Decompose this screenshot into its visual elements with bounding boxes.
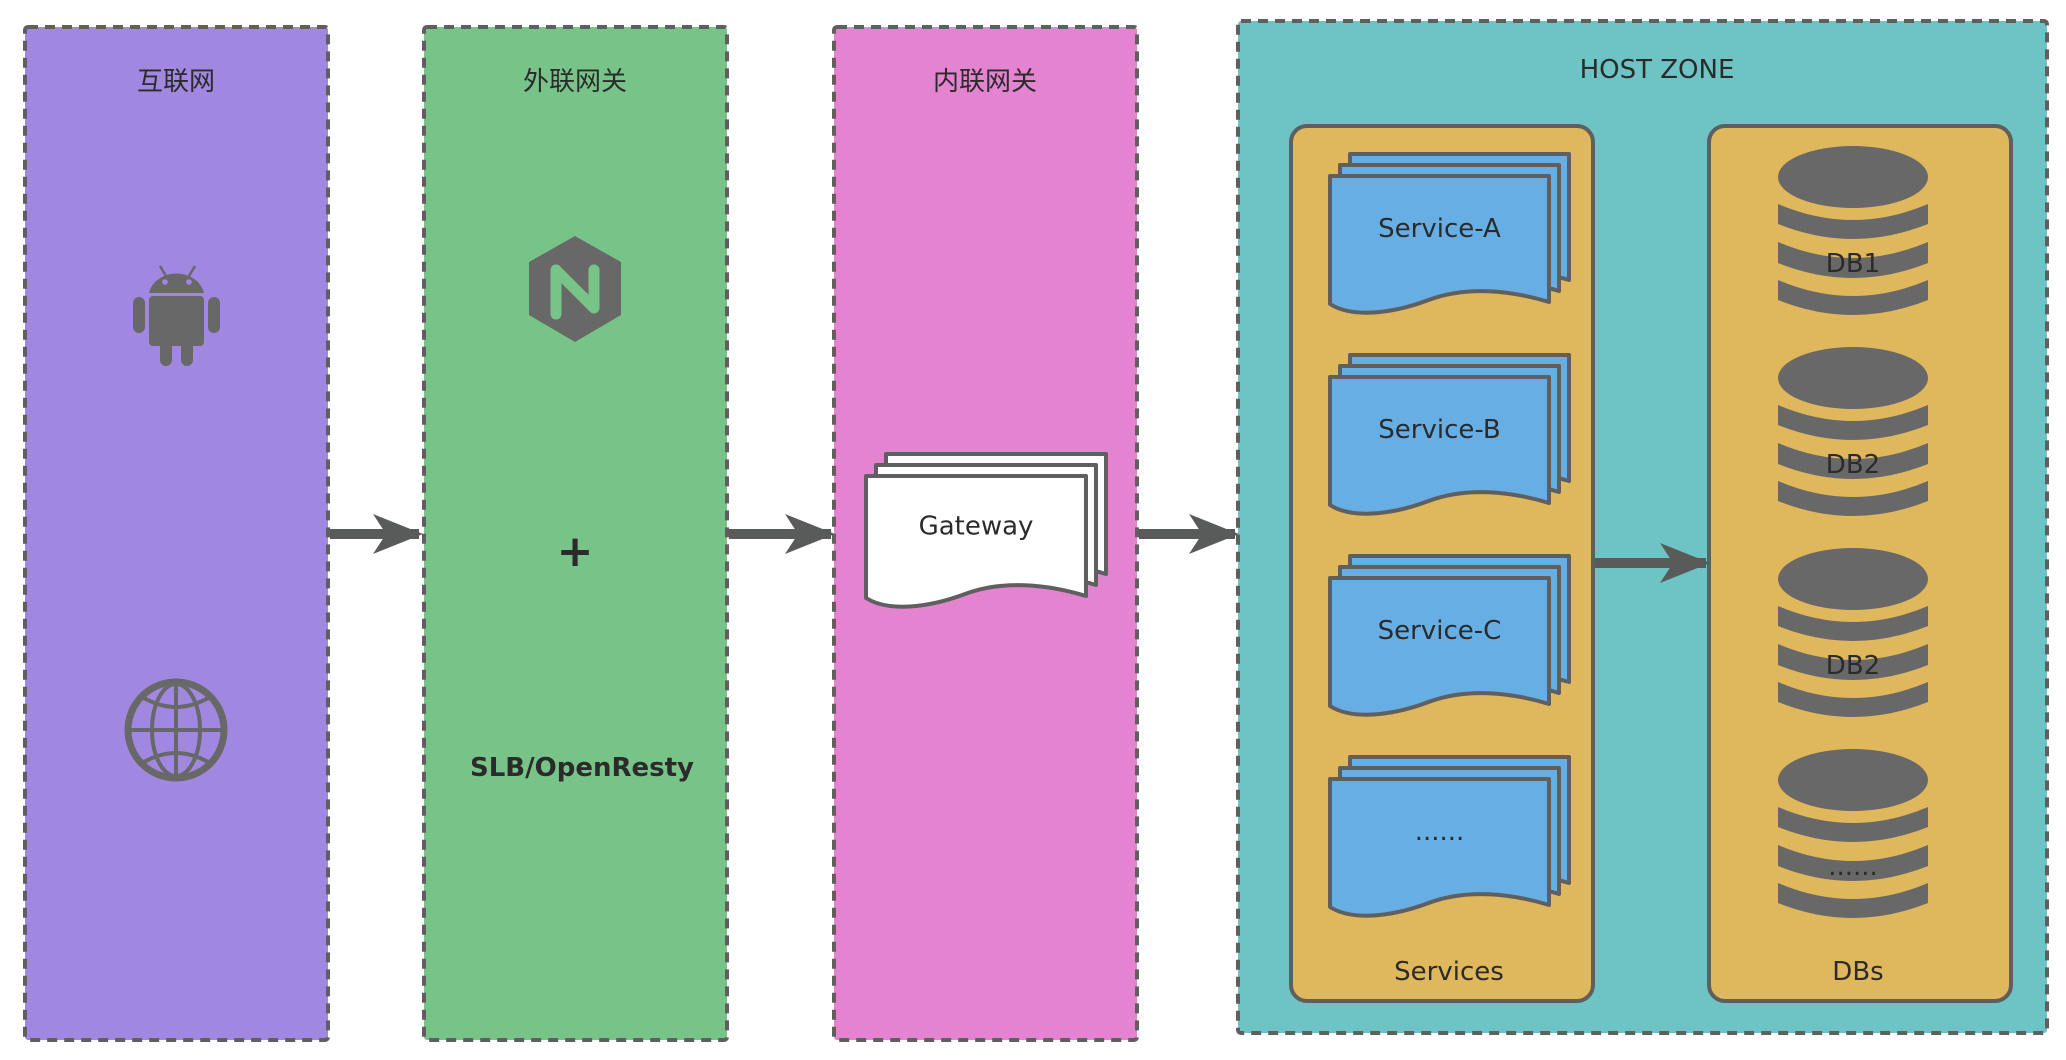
service-stack-label: Service-A — [1378, 214, 1501, 244]
service-stack-label: Service-C — [1378, 616, 1502, 646]
dbs-panel-label: DBs — [1832, 957, 1883, 987]
service-stack[interactable]: Service-B — [1328, 353, 1571, 516]
database-icon — [1778, 548, 1928, 717]
database-item-label: DB2 — [1826, 651, 1880, 681]
database-item-label: ...... — [1828, 852, 1878, 882]
zone-internet-title: 互联网 — [137, 67, 215, 97]
database-item[interactable]: ...... — [1778, 749, 1928, 918]
services-panel-label: Services — [1394, 957, 1504, 987]
document-front — [1328, 174, 1551, 315]
service-stack-label: Service-B — [1378, 415, 1500, 445]
database-item[interactable]: DB2 — [1778, 347, 1928, 516]
zone-internet-box — [23, 25, 330, 1042]
zone-host[interactable]: HOST ZONE Service-A Service-B Service-C...… — [1236, 19, 2049, 1035]
zone-internet[interactable]: 互联网 — [23, 25, 330, 1042]
database-item-label: DB1 — [1826, 249, 1880, 279]
document-front — [1328, 777, 1551, 918]
zone-external-gateway[interactable]: 外联网关 + SLB/OpenResty — [422, 25, 729, 1042]
zone-external-gateway-box — [422, 25, 729, 1042]
gateway-document-stack[interactable]: Gateway — [864, 452, 1108, 609]
android-icon — [133, 265, 220, 366]
service-stack[interactable]: Service-C — [1328, 554, 1571, 717]
document-front — [1328, 375, 1551, 516]
service-stack-label: ...... — [1415, 817, 1465, 847]
service-stack[interactable]: ...... — [1328, 755, 1571, 918]
gateway-document-label: Gateway — [919, 512, 1034, 542]
services-panel[interactable]: Service-A Service-B Service-C...... Servic… — [1289, 124, 1595, 1003]
document-front — [864, 474, 1088, 609]
zone-host-title: HOST ZONE — [1580, 55, 1735, 85]
database-icon — [1778, 749, 1928, 918]
database-item[interactable]: DB1 — [1778, 146, 1928, 315]
plus-sign: + — [557, 526, 594, 577]
zone-external-gateway-title: 外联网关 — [523, 67, 627, 97]
globe-icon — [124, 678, 228, 782]
database-icon — [1778, 146, 1928, 315]
service-stack[interactable]: Service-A — [1328, 152, 1571, 315]
nginx-icon — [529, 236, 621, 342]
database-item-label: DB2 — [1826, 450, 1880, 480]
zone-internal-gateway-title: 内联网关 — [933, 67, 1037, 97]
slb-openresty-label: SLB/OpenResty — [470, 753, 694, 783]
database-item[interactable]: DB2 — [1778, 548, 1928, 717]
zone-internal-gateway[interactable]: 内联网关 Gateway — [832, 25, 1139, 1042]
gateway-document[interactable]: Gateway — [864, 452, 1108, 609]
document-front — [1328, 576, 1551, 717]
database-icon — [1778, 347, 1928, 516]
